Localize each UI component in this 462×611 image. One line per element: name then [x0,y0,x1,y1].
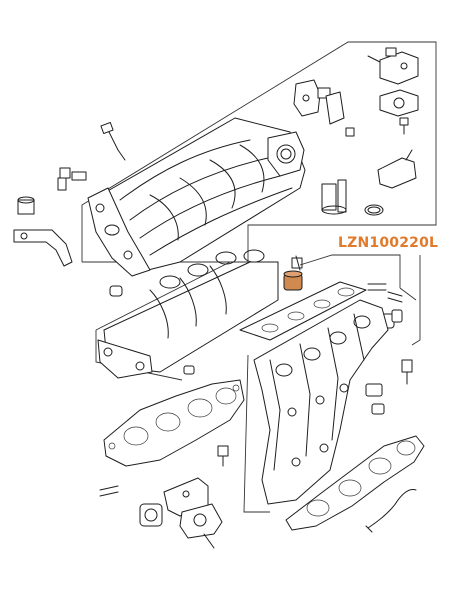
dipstick-tube [365,489,417,533]
leader-lines [95,254,421,513]
lower-intake-manifold [239,281,389,505]
throttle-components [293,47,419,216]
engine-mount-bracket [139,477,223,549]
exhaust-manifold [97,249,279,379]
exhaust-gasket-left [103,379,245,467]
mounting-bracket-left [13,196,73,267]
bottom-stud-and-bolt [99,445,229,497]
upper-assembly-frame [81,41,437,263]
highlighted-part-shape[interactable] [283,255,303,291]
upper-intake-manifold [57,117,306,277]
part-number-label[interactable]: LZN100220L [338,235,439,251]
intake-gasket-right [285,435,425,531]
